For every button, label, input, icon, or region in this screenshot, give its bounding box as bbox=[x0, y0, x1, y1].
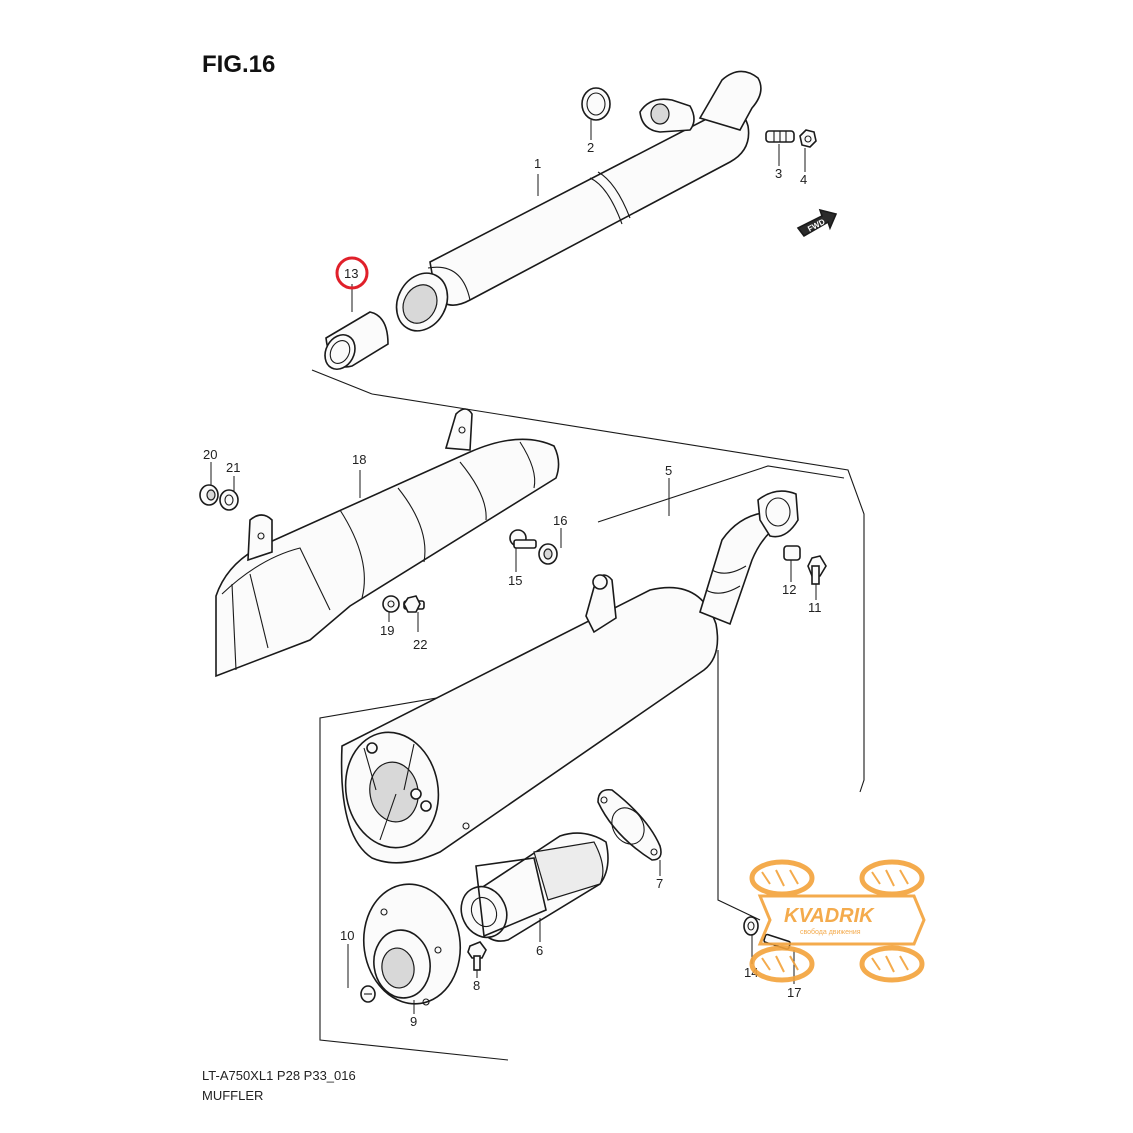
forward-direction-arrow: FWD bbox=[796, 208, 838, 238]
sleeve-part-13 bbox=[324, 311, 389, 370]
nut-part-4 bbox=[799, 129, 817, 148]
callout-1: 1 bbox=[534, 156, 541, 171]
callout-3: 3 bbox=[775, 166, 782, 181]
callout-19: 19 bbox=[380, 623, 394, 638]
callout-15: 15 bbox=[508, 573, 522, 588]
footer-section-name: MUFFLER bbox=[202, 1088, 263, 1103]
footer-model-code: LT-A750XL1 P28 P33_016 bbox=[202, 1068, 356, 1083]
callout-4: 4 bbox=[800, 172, 807, 187]
section-frame-inner bbox=[597, 465, 845, 523]
gasket-part-7 bbox=[597, 788, 662, 861]
callout-5: 5 bbox=[665, 463, 672, 478]
watermark-tagline: свобода движения bbox=[800, 928, 861, 936]
screw-part-8 bbox=[467, 941, 487, 971]
section-frame-right-lower bbox=[717, 650, 761, 921]
grommet-part-16 bbox=[538, 543, 558, 565]
callout-20: 20 bbox=[203, 447, 217, 462]
callout-22: 22 bbox=[413, 637, 427, 652]
callout-13: 13 bbox=[344, 266, 358, 281]
callout-11: 11 bbox=[808, 600, 822, 615]
washer-part-14 bbox=[743, 916, 759, 936]
collar-part-12 bbox=[783, 545, 801, 561]
kvadrik-watermark-logo: KVADRIK свобода движения bbox=[749, 859, 926, 983]
callout-10: 10 bbox=[340, 928, 354, 943]
gasket-part-2 bbox=[581, 87, 611, 121]
spark-arrester-part-6 bbox=[460, 832, 609, 942]
figure-title: FIG.16 bbox=[202, 51, 275, 78]
bolt-part-22 bbox=[403, 595, 425, 613]
callout-6: 6 bbox=[536, 943, 543, 958]
muffler-part-5 bbox=[340, 490, 799, 864]
callout-12: 12 bbox=[782, 582, 796, 597]
washer-part-19 bbox=[382, 595, 400, 613]
screw-part-10 bbox=[360, 985, 376, 1003]
callout-7: 7 bbox=[656, 876, 663, 891]
callout-21: 21 bbox=[226, 460, 240, 475]
callout-17: 17 bbox=[787, 985, 801, 1000]
callout-numbers: 1 2 3 4 5 6 7 8 9 10 11 12 13 14 15 16 1… bbox=[203, 140, 822, 1029]
section-frame-top bbox=[311, 369, 373, 395]
end-cap-part-9 bbox=[362, 883, 462, 1006]
leader-lines bbox=[210, 120, 817, 1014]
exhaust-pipe-part-1 bbox=[395, 70, 762, 332]
callout-9: 9 bbox=[410, 1014, 417, 1029]
bolt-part-11 bbox=[807, 555, 827, 585]
callout-8: 8 bbox=[473, 978, 480, 993]
collar-part-21 bbox=[219, 489, 239, 511]
stud-part-3 bbox=[765, 130, 795, 143]
watermark-brand: KVADRIK bbox=[784, 905, 875, 927]
grommet-part-20 bbox=[199, 484, 219, 506]
section-frame-right bbox=[371, 393, 865, 793]
callout-18: 18 bbox=[352, 452, 366, 467]
heat-shield-part-18 bbox=[215, 408, 560, 678]
callout-13-highlight-circle bbox=[335, 256, 369, 290]
callout-16: 16 bbox=[553, 513, 567, 528]
callout-2: 2 bbox=[587, 140, 594, 155]
bolt-part-15 bbox=[509, 529, 537, 549]
